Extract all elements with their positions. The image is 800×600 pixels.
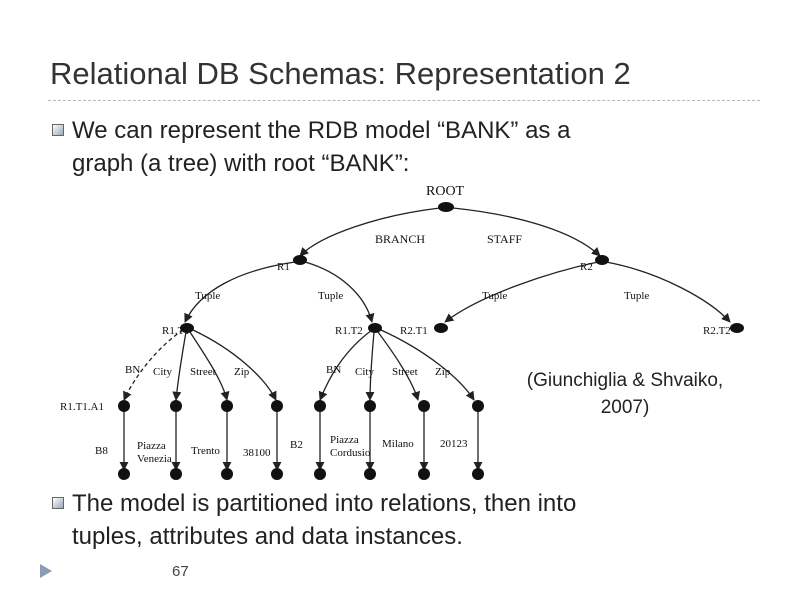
- bullet-1-line-2: graph (a tree) with root “BANK”:: [72, 150, 410, 177]
- edge-r1t1-zip: [192, 329, 277, 401]
- bullet-1-line-1: We can represent the RDB model “BANK” as…: [72, 117, 571, 144]
- edge-r1-r1t2: [304, 261, 375, 323]
- label-street-2: Street: [392, 366, 418, 378]
- label-r1t1: R1.T1: [162, 325, 190, 337]
- node-20123: [472, 468, 484, 480]
- label-20123: 20123: [440, 438, 468, 450]
- edge-r1t2-bn: [318, 329, 373, 401]
- node-r1t1a1: [118, 400, 130, 412]
- label-city-2: City: [355, 366, 374, 378]
- slide-title: Relational DB Schemas: Representation 2: [50, 56, 631, 91]
- edge-r2-r2t2: [605, 261, 731, 323]
- title-divider: [48, 100, 760, 101]
- node-root: [438, 202, 454, 212]
- slide-nav-arrow-icon: [40, 564, 52, 578]
- citation: (Giunchiglia & Shvaiko, 2007): [490, 367, 760, 421]
- label-trento: Trento: [191, 445, 220, 457]
- label-tuple-2: Tuple: [318, 290, 343, 302]
- node-r2t1: [434, 323, 448, 333]
- label-tuple-3: Tuple: [482, 290, 507, 302]
- label-r2t2: R2.T2: [703, 325, 731, 337]
- label-r1t1a1: R1.T1.A1: [60, 401, 104, 413]
- edge-r1-r1t1: [184, 261, 296, 323]
- label-tuple-1: Tuple: [195, 290, 220, 302]
- label-zip-1: Zip: [234, 366, 250, 378]
- node-venezia: [170, 468, 182, 480]
- node-38100: [271, 468, 283, 480]
- label-bn-1: BN: [125, 364, 140, 376]
- bullet-square-icon: [52, 124, 64, 136]
- node-b2: [314, 468, 326, 480]
- node-r1t2-street: [418, 400, 430, 412]
- bullet-1: We can represent the RDB model “BANK” as…: [52, 114, 570, 180]
- node-milano: [418, 468, 430, 480]
- edge-root-r2: [452, 207, 601, 257]
- edge-r1t2-city: [365, 331, 375, 401]
- node-r1t2-bn: [314, 400, 326, 412]
- label-piazza-venezia-l1: Piazza: [137, 440, 166, 452]
- label-branch: BRANCH: [375, 232, 425, 246]
- label-staff: STAFF: [487, 232, 522, 246]
- node-r1t2-city: [364, 400, 376, 412]
- node-trento: [221, 468, 233, 480]
- label-b8: B8: [95, 445, 108, 457]
- bullet-square-icon: [52, 497, 64, 509]
- edge-r1t1-city: [172, 331, 187, 401]
- label-city-1: City: [153, 366, 172, 378]
- node-r1t2-zip: [472, 400, 484, 412]
- edge-r1t1-street: [189, 331, 230, 401]
- edge-root-r1: [299, 207, 441, 257]
- node-r2t2: [730, 323, 744, 333]
- label-root: ROOT: [426, 184, 465, 199]
- label-piazza-cordusio-l1: Piazza: [330, 434, 359, 446]
- label-piazza-cordusio: Piazza Cordusio: [330, 434, 371, 459]
- node-r1: [293, 255, 307, 265]
- label-r2: R2: [580, 261, 593, 273]
- label-piazza-cordusio-l2: Cordusio: [330, 447, 371, 459]
- label-street-1: Street: [190, 366, 216, 378]
- edge-r2-r2t1: [444, 261, 599, 323]
- node-r1t1: [180, 323, 194, 333]
- label-bn-2: BN: [326, 364, 341, 376]
- node-r1t2: [368, 323, 382, 333]
- edge-r1t2-street: [377, 331, 421, 401]
- label-piazza-venezia: Piazza Venezia: [137, 440, 172, 465]
- label-milano: Milano: [382, 438, 414, 450]
- node-r1t1-city: [170, 400, 182, 412]
- node-r2: [595, 255, 609, 265]
- label-b2: B2: [290, 439, 303, 451]
- node-r1t1-zip: [271, 400, 283, 412]
- label-r1: R1: [277, 261, 290, 273]
- label-zip-2: Zip: [435, 366, 451, 378]
- bullet-2-line-1: The model is partitioned into relations,…: [72, 490, 577, 517]
- label-piazza-venezia-l2: Venezia: [137, 453, 172, 465]
- label-tuple-4: Tuple: [624, 290, 649, 302]
- label-r2t1: R2.T1: [400, 325, 428, 337]
- label-38100: 38100: [243, 447, 271, 459]
- edge-r1t2-zip: [380, 329, 475, 401]
- page-number: 67: [172, 563, 189, 580]
- bullet-2: The model is partitioned into relations,…: [52, 487, 576, 553]
- node-r1t1-street: [221, 400, 233, 412]
- citation-line-1: (Giunchiglia & Shvaiko,: [526, 370, 724, 391]
- node-cordusio: [364, 468, 376, 480]
- edge-r1t1-bn: [123, 329, 184, 401]
- label-r1t2: R1.T2: [335, 325, 363, 337]
- node-b8: [118, 468, 130, 480]
- bullet-2-line-2: tuples, attributes and data instances.: [72, 523, 463, 550]
- citation-line-2: 2007): [600, 397, 650, 418]
